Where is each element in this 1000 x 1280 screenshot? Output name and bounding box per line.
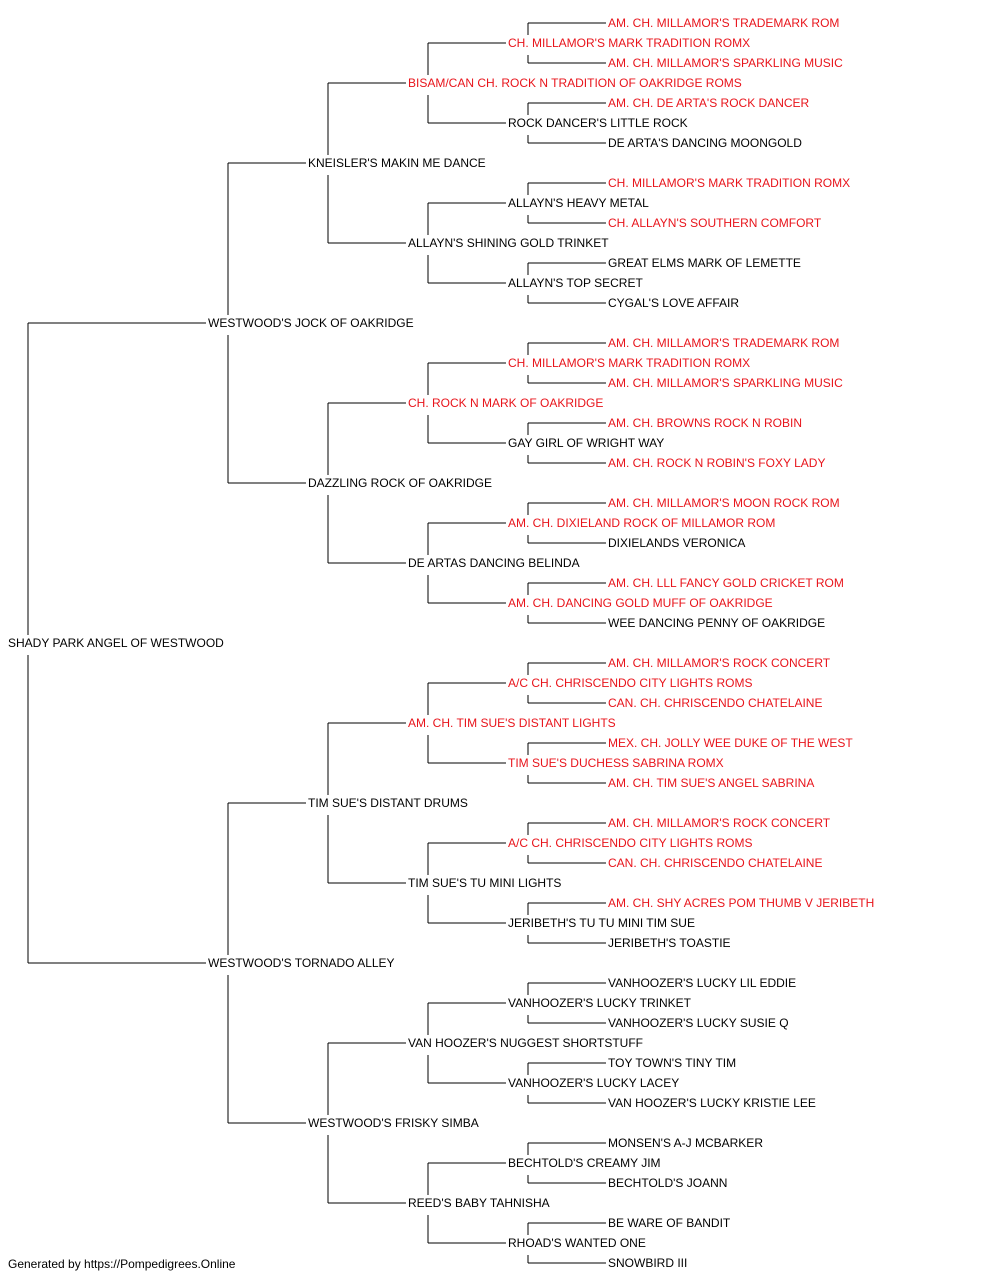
- ggg-grandparent-name: CYGAL'S LOVE AFFAIR: [608, 296, 739, 310]
- parent-name: WESTWOOD'S TORNADO ALLEY: [208, 956, 395, 970]
- ggg-grandparent-name: VANHOOZER'S LUCKY SUSIE Q: [608, 1016, 789, 1030]
- gg-grandparent-name: ALLAYN'S TOP SECRET: [508, 276, 643, 290]
- great-grandparent-name: CH. ROCK N MARK OF OAKRIDGE: [408, 396, 603, 410]
- gg-grandparent-name: BECHTOLD'S CREAMY JIM: [508, 1156, 661, 1170]
- great-grandparent-name: TIM SUE'S TU MINI LIGHTS: [408, 876, 561, 890]
- gg-grandparent-name: ALLAYN'S HEAVY METAL: [508, 196, 649, 210]
- ggg-grandparent-name: AM. CH. MILLAMOR'S SPARKLING MUSIC: [608, 56, 843, 70]
- ggg-grandparent-name: AM. CH. SHY ACRES POM THUMB V JERIBETH: [608, 896, 874, 910]
- subject-name: SHADY PARK ANGEL OF WESTWOOD: [8, 636, 224, 650]
- ggg-grandparent-name: AM. CH. LLL FANCY GOLD CRICKET ROM: [608, 576, 844, 590]
- gg-grandparent-name: CH. MILLAMOR'S MARK TRADITION ROMX: [508, 36, 750, 50]
- gg-grandparent-name: AM. CH. DANCING GOLD MUFF OF OAKRIDGE: [508, 596, 773, 610]
- gg-grandparent-name: AM. CH. DIXIELAND ROCK OF MILLAMOR ROM: [508, 516, 775, 530]
- ggg-grandparent-name: AM. CH. BROWNS ROCK N ROBIN: [608, 416, 802, 430]
- ggg-grandparent-name: BE WARE OF BANDIT: [608, 1216, 731, 1230]
- footer-credit: Generated by https://Pompedigrees.Online: [8, 1257, 236, 1271]
- ggg-grandparent-name: CAN. CH. CHRISCENDO CHATELAINE: [608, 696, 822, 710]
- gg-grandparent-name: CH. MILLAMOR'S MARK TRADITION ROMX: [508, 356, 750, 370]
- ggg-grandparent-name: WEE DANCING PENNY OF OAKRIDGE: [608, 616, 825, 630]
- grandparent-name: WESTWOOD'S FRISKY SIMBA: [308, 1116, 479, 1130]
- grandparent-name: DAZZLING ROCK OF OAKRIDGE: [308, 476, 492, 490]
- great-grandparent-name: VAN HOOZER'S NUGGEST SHORTSTUFF: [408, 1036, 643, 1050]
- gg-grandparent-name: RHOAD'S WANTED ONE: [508, 1236, 646, 1250]
- great-grandparent-name: REED'S BABY TAHNISHA: [408, 1196, 550, 1210]
- ggg-grandparent-name: DIXIELANDS VERONICA: [608, 536, 745, 550]
- ggg-grandparent-name: GREAT ELMS MARK OF LEMETTE: [608, 256, 801, 270]
- ggg-grandparent-name: AM. CH. MILLAMOR'S ROCK CONCERT: [608, 656, 831, 670]
- gg-grandparent-name: A/C CH. CHRISCENDO CITY LIGHTS ROMS: [508, 676, 752, 690]
- gg-grandparent-name: A/C CH. CHRISCENDO CITY LIGHTS ROMS: [508, 836, 752, 850]
- grandparent-name: TIM SUE'S DISTANT DRUMS: [308, 796, 468, 810]
- ggg-grandparent-name: MONSEN'S A-J MCBARKER: [608, 1136, 763, 1150]
- ggg-grandparent-name: VANHOOZER'S LUCKY LIL EDDIE: [608, 976, 796, 990]
- ggg-grandparent-name: CH. ALLAYN'S SOUTHERN COMFORT: [608, 216, 822, 230]
- great-grandparent-name: AM. CH. TIM SUE'S DISTANT LIGHTS: [408, 716, 616, 730]
- gg-grandparent-name: VANHOOZER'S LUCKY TRINKET: [508, 996, 692, 1010]
- parent-name: WESTWOOD'S JOCK OF OAKRIDGE: [208, 316, 414, 330]
- ggg-grandparent-name: AM. CH. ROCK N ROBIN'S FOXY LADY: [608, 456, 825, 470]
- ggg-grandparent-name: SNOWBIRD III: [608, 1256, 687, 1270]
- great-grandparent-name: ALLAYN'S SHINING GOLD TRINKET: [408, 236, 609, 250]
- ggg-grandparent-name: JERIBETH'S TOASTIE: [608, 936, 731, 950]
- ggg-grandparent-name: TOY TOWN'S TINY TIM: [608, 1056, 736, 1070]
- gg-grandparent-name: ROCK DANCER'S LITTLE ROCK: [508, 116, 688, 130]
- ggg-grandparent-name: AM. CH. DE ARTA'S ROCK DANCER: [608, 96, 810, 110]
- ggg-grandparent-name: AM. CH. MILLAMOR'S TRADEMARK ROM: [608, 336, 839, 350]
- ggg-grandparent-name: CH. MILLAMOR'S MARK TRADITION ROMX: [608, 176, 850, 190]
- gg-grandparent-name: GAY GIRL OF WRIGHT WAY: [508, 436, 664, 450]
- grandparent-name: KNEISLER'S MAKIN ME DANCE: [308, 156, 486, 170]
- gg-grandparent-name: JERIBETH'S TU TU MINI TIM SUE: [508, 916, 695, 930]
- ggg-grandparent-name: AM. CH. MILLAMOR'S MOON ROCK ROM: [608, 496, 840, 510]
- gg-grandparent-name: VANHOOZER'S LUCKY LACEY: [508, 1076, 679, 1090]
- ggg-grandparent-name: AM. CH. MILLAMOR'S ROCK CONCERT: [608, 816, 831, 830]
- ggg-grandparent-name: DE ARTA'S DANCING MOONGOLD: [608, 136, 802, 150]
- ggg-grandparent-name: MEX. CH. JOLLY WEE DUKE OF THE WEST: [608, 736, 853, 750]
- great-grandparent-name: DE ARTAS DANCING BELINDA: [408, 556, 580, 570]
- gg-grandparent-name: TIM SUE'S DUCHESS SABRINA ROMX: [508, 756, 724, 770]
- ggg-grandparent-name: CAN. CH. CHRISCENDO CHATELAINE: [608, 856, 822, 870]
- ggg-grandparent-name: AM. CH. TIM SUE'S ANGEL SABRINA: [608, 776, 814, 790]
- ggg-grandparent-name: AM. CH. MILLAMOR'S TRADEMARK ROM: [608, 16, 839, 30]
- ggg-grandparent-name: VAN HOOZER'S LUCKY KRISTIE LEE: [608, 1096, 816, 1110]
- ggg-grandparent-name: BECHTOLD'S JOANN: [608, 1176, 727, 1190]
- ggg-grandparent-name: AM. CH. MILLAMOR'S SPARKLING MUSIC: [608, 376, 843, 390]
- great-grandparent-name: BISAM/CAN CH. ROCK N TRADITION OF OAKRID…: [408, 76, 742, 90]
